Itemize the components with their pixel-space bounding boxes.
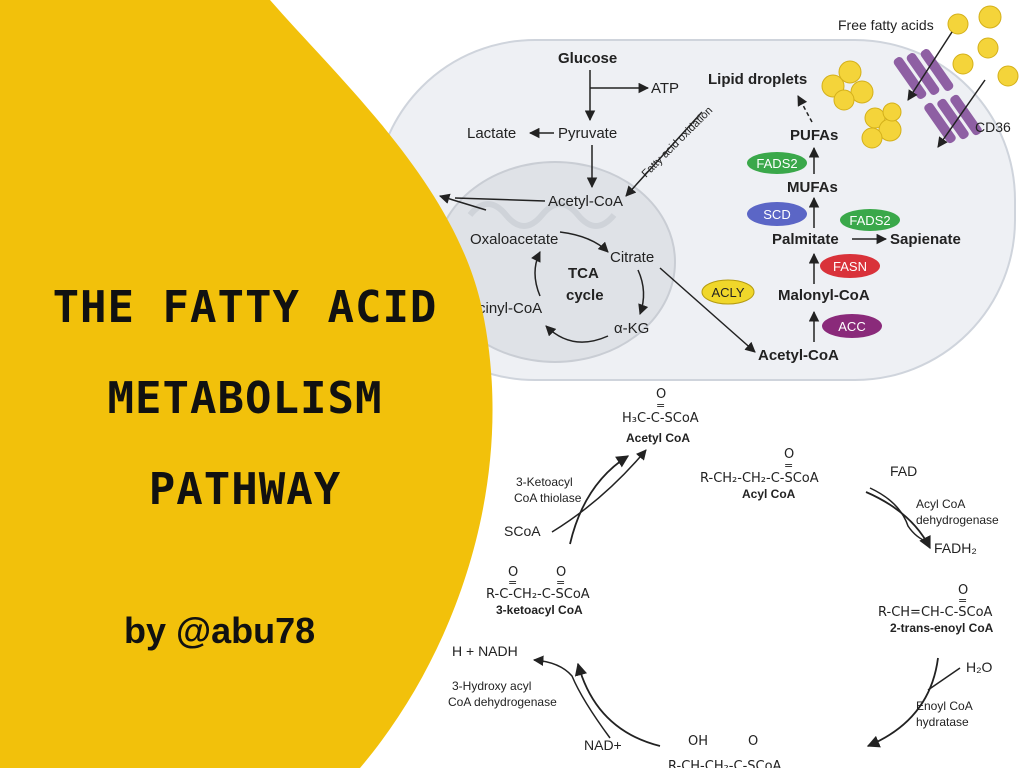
acc-enzyme-badge xyxy=(822,314,882,338)
citrate-label: Citrate xyxy=(610,249,654,266)
beta-oxidation-cycle: O = H₃C-C-SCoA Acetyl CoA O = R-CH₂-CH₂-… xyxy=(448,387,999,768)
hydroxyacyl-dehydrogenase-line1: 3-Hydroxy acyl xyxy=(452,679,531,693)
fads2-top-label: FADS2 xyxy=(756,156,797,171)
acetyl-o: O xyxy=(656,387,666,402)
acly-label: ACLY xyxy=(712,285,745,300)
enoyl-coa-formula: R-CH=CH-C-SCoA xyxy=(878,605,993,620)
tca-label: TCA xyxy=(568,265,599,282)
author-byline: by @abu78 xyxy=(124,610,316,651)
free-fatty-acids-label: Free fatty acids xyxy=(838,17,934,33)
fadh2-label: FADH₂ xyxy=(934,540,977,556)
cell-metabolism-diagram: Free fatty acids CD36 Glucose ATP Pyruva… xyxy=(374,5,1019,381)
title-line-1: THE FATTY ACID xyxy=(52,282,438,333)
acyl-o: O xyxy=(784,447,794,462)
hydroxyacyl-dehydrogenase-line2: CoA dehydrogenase xyxy=(448,695,557,709)
glucose-label: Glucose xyxy=(558,50,617,67)
ketoacyl-coa-formula: R-C-CH₂-C-SCoA xyxy=(486,587,590,602)
pyruvate-label: Pyruvate xyxy=(558,125,617,142)
title-line-3: PATHWAY xyxy=(148,464,342,515)
acyl-double-bond: = xyxy=(784,459,793,472)
pufas-label: PUFAs xyxy=(790,127,838,144)
acc-label: ACC xyxy=(838,319,865,334)
keto-double-bond-2: = xyxy=(556,576,565,589)
acyl-coa-name: Acyl CoA xyxy=(742,487,796,501)
fasn-label: FASN xyxy=(833,259,867,274)
nadh-label: H + NADH xyxy=(452,643,518,659)
enoyl-double-bond: = xyxy=(958,594,967,607)
acetyl-coa-formula: H₃C-C-SCoA xyxy=(622,411,699,426)
fad-label: FAD xyxy=(890,463,917,479)
fasn-enzyme-badge xyxy=(820,254,880,278)
palmitate-label: Palmitate xyxy=(772,231,839,248)
mitochondrion-cristae xyxy=(467,201,617,229)
acly-enzyme-badge xyxy=(701,279,755,305)
keto-double-bond-1: = xyxy=(508,576,517,589)
scoa-label: SCoA xyxy=(504,523,541,539)
keto-o1: O xyxy=(508,565,518,580)
succinyl-coa-label: cinyl-CoA xyxy=(478,300,542,317)
enoyl-coa-name: 2-trans-enoyl CoA xyxy=(890,621,994,635)
fads2-top-enzyme-badge xyxy=(747,152,807,174)
ketoacyl-coa-name: 3-ketoacyl CoA xyxy=(496,603,583,617)
enoyl-coa-hydratase-line2: hydratase xyxy=(916,715,969,729)
lactate-label: Lactate xyxy=(467,125,516,142)
acetyl-coa-center-label: Acetyl-CoA xyxy=(548,193,623,210)
title-line-2: METABOLISM xyxy=(107,373,383,424)
acetyl-double-bond: = xyxy=(656,399,665,412)
hydroxy-oh: OH xyxy=(688,734,708,749)
lipid-droplets-label: Lipid droplets xyxy=(708,71,807,88)
hydroxyacyl-coa-formula: R-CH-CH₂-C-SCoA xyxy=(668,759,782,768)
h2o-label: H₂O xyxy=(966,659,993,675)
yellow-background-shape xyxy=(0,0,493,768)
cd36-channel-icon xyxy=(893,49,982,144)
enoyl-o: O xyxy=(958,583,968,598)
nad-label: NAD+ xyxy=(584,737,622,753)
hydroxy-o: O xyxy=(748,734,758,749)
alpha-kg-label: α-KG xyxy=(614,320,649,337)
acyl-coa-formula: R-CH₂-CH₂-C-SCoA xyxy=(700,471,819,486)
cycle-label: cycle xyxy=(566,287,604,304)
cd36-label: CD36 xyxy=(975,119,1011,135)
lipid-droplet-cluster xyxy=(821,60,902,149)
malonyl-coa-label: Malonyl-CoA xyxy=(778,287,870,304)
oxaloacetate-label: Oxaloacetate xyxy=(470,231,558,248)
scd-enzyme-badge xyxy=(747,202,807,226)
mufas-label: MUFAs xyxy=(787,179,838,196)
thiolase-line1: 3-Ketoacyl xyxy=(516,475,573,489)
acetyl-coa-name: Acetyl CoA xyxy=(626,431,690,445)
free-fatty-acid-spheres xyxy=(947,5,1019,87)
acyl-coa-dehydrogenase-line1: Acyl CoA xyxy=(916,497,965,511)
poster-title: THE FATTY ACID METABOLISM PATHWAY xyxy=(0,262,490,535)
fads2-right-enzyme-badge xyxy=(840,209,900,231)
acetyl-coa-bottom-label: Acetyl-CoA xyxy=(758,347,839,364)
scd-label: SCD xyxy=(763,207,790,222)
atp-label: ATP xyxy=(651,80,679,97)
fads2-right-label: FADS2 xyxy=(849,213,890,228)
thiolase-line2: CoA thiolase xyxy=(514,491,582,505)
keto-o2: O xyxy=(556,565,566,580)
sapienate-label: Sapienate xyxy=(890,231,961,248)
acyl-coa-dehydrogenase-line2: dehydrogenase xyxy=(916,513,999,527)
enoyl-coa-hydratase-line1: Enoyl CoA xyxy=(916,699,973,713)
